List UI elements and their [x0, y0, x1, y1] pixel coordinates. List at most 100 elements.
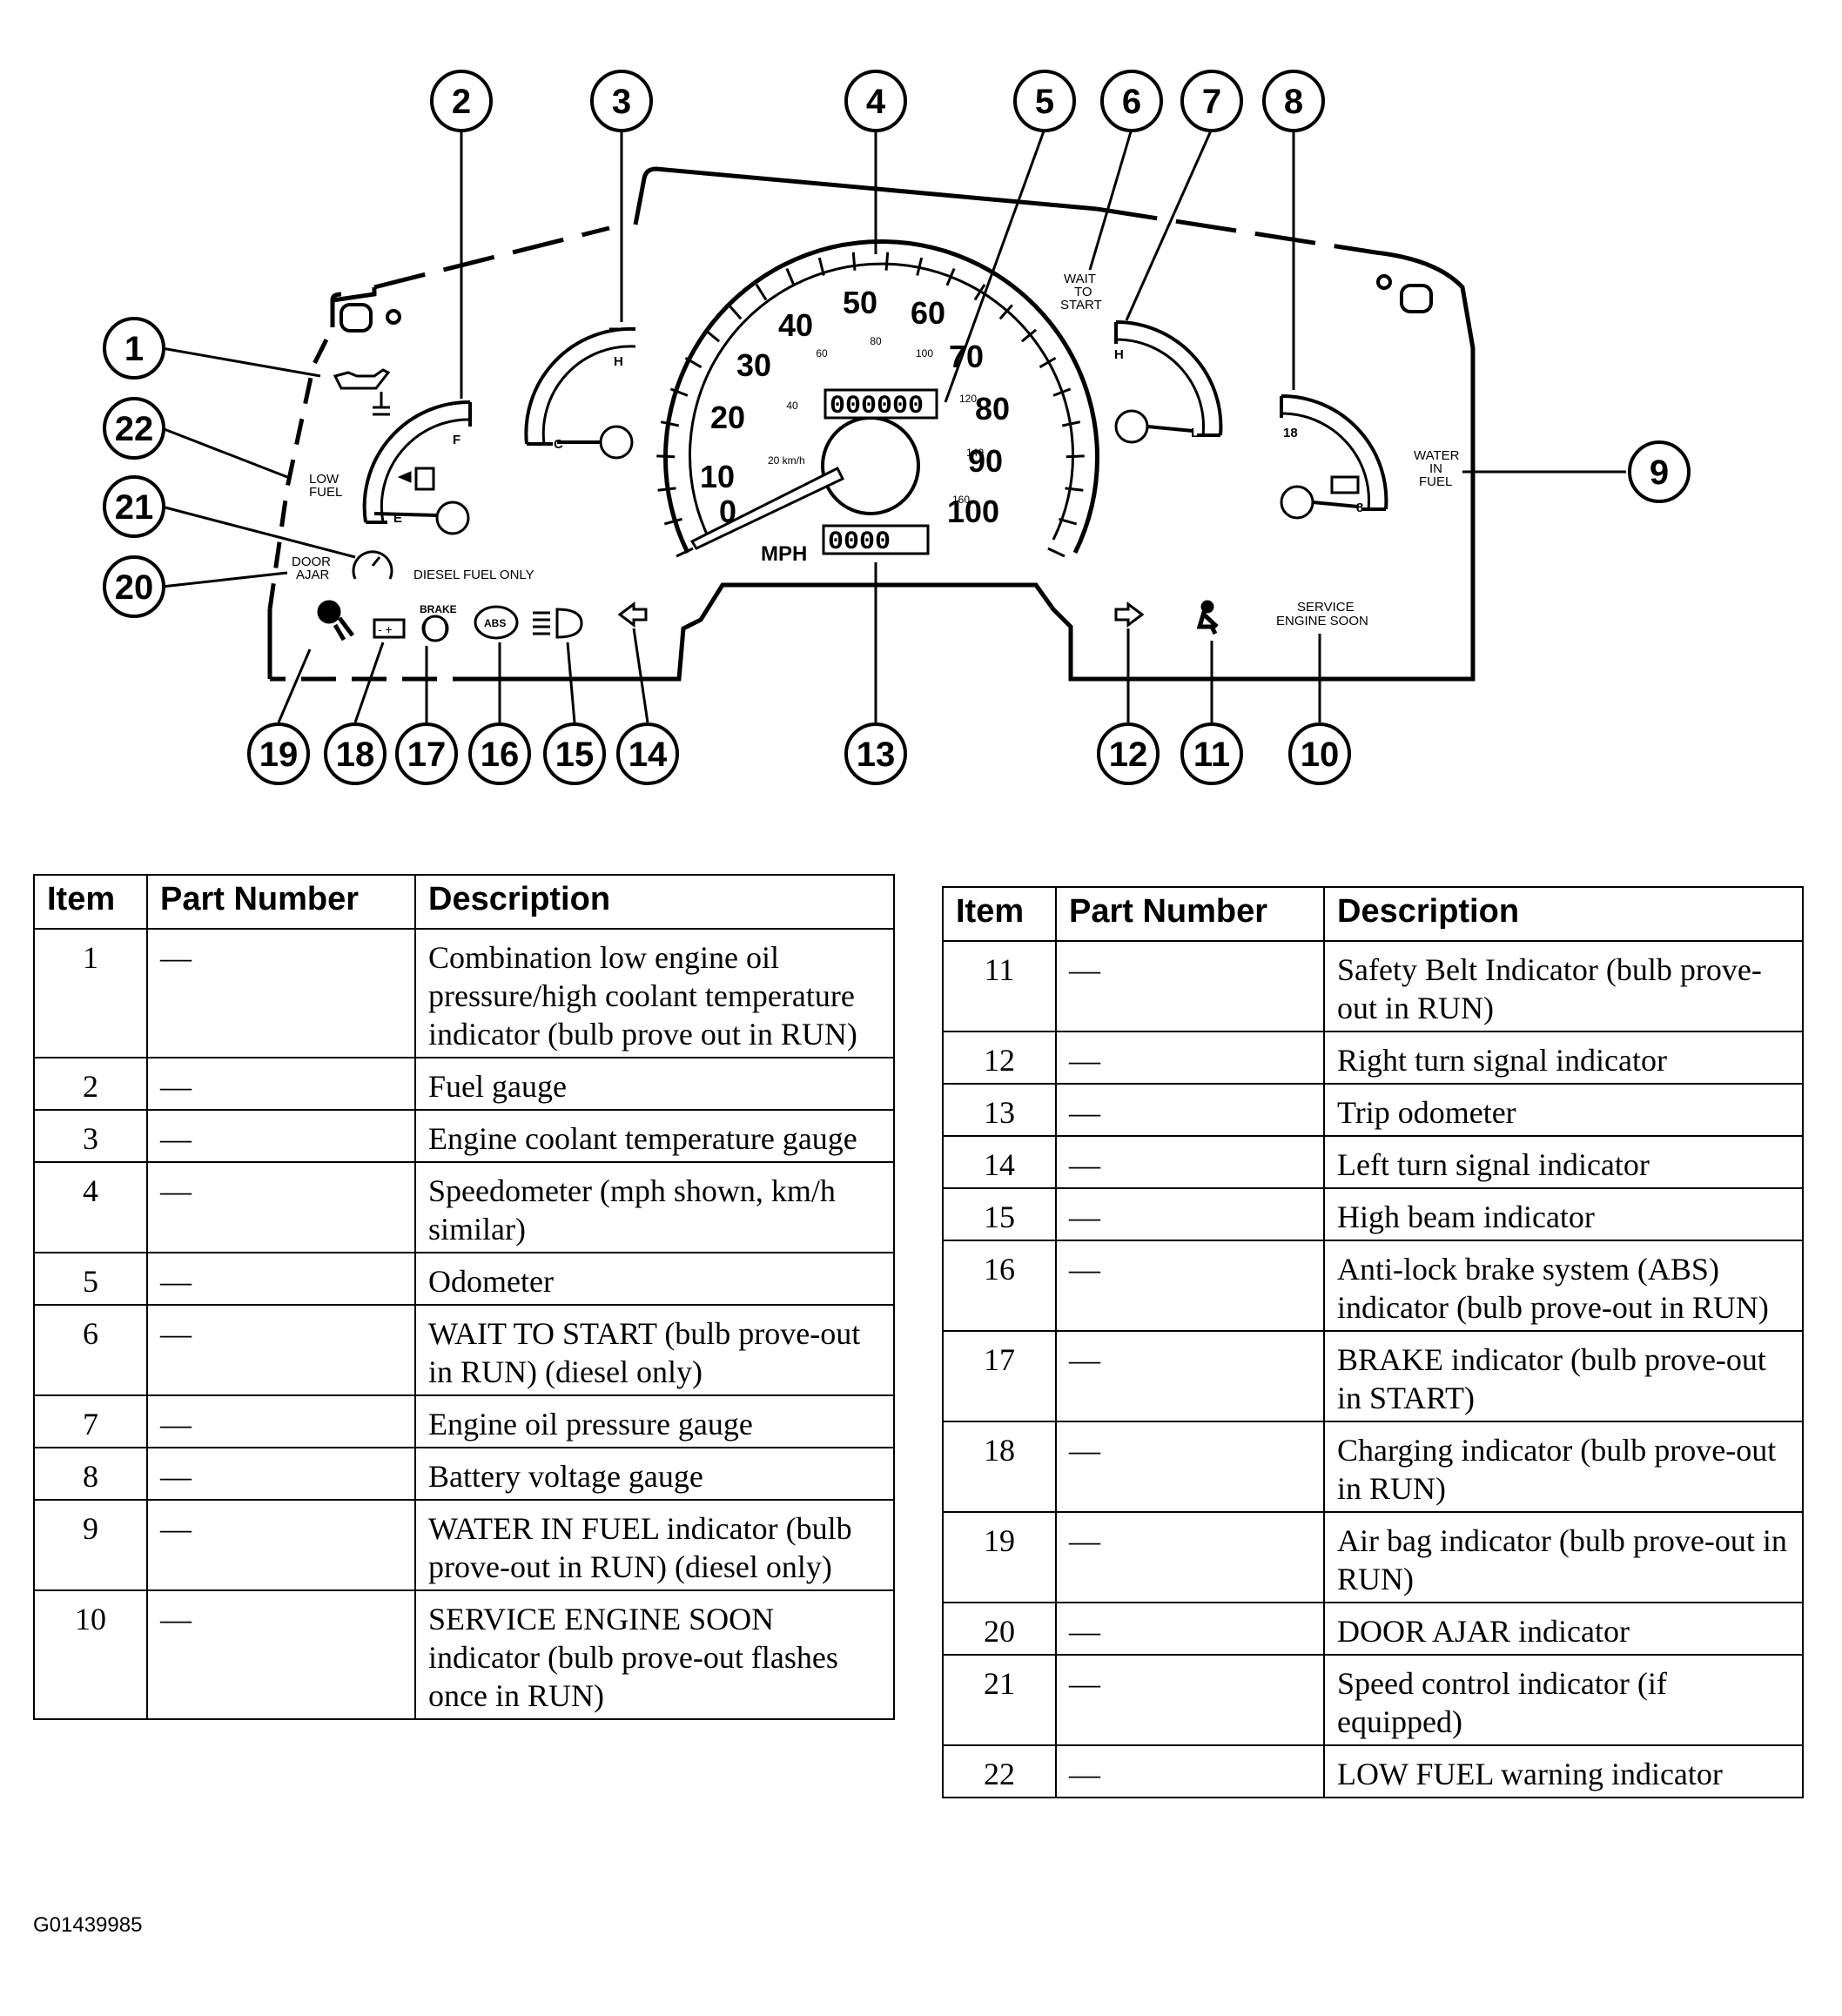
speedometer-tick	[684, 356, 703, 369]
oil-high-label: H	[1114, 347, 1124, 362]
left-turn-icon	[617, 601, 648, 628]
callout-circle	[844, 722, 907, 785]
service-label-1: SERVICE	[1297, 600, 1355, 615]
temp-cold-label: C	[554, 437, 563, 452]
table-row: 11—Safety Belt Indicator (bulb prove-out…	[942, 940, 1804, 1032]
item-cell: 18	[942, 1421, 1057, 1513]
oil-can-icon	[333, 368, 391, 390]
part-number-cell: —	[1055, 1240, 1325, 1332]
low-fuel-label-1: LOW	[309, 472, 339, 487]
callout-number: 16	[481, 736, 520, 774]
coolant-icon	[373, 392, 390, 416]
service-label-2: ENGINE SOON	[1276, 614, 1368, 628]
fuel-empty-label: E	[393, 511, 402, 526]
table-row: 12—Right turn signal indicator	[942, 1031, 1804, 1085]
callout-number: 3	[612, 83, 631, 121]
part-number-cell: —	[1055, 1511, 1325, 1603]
part-number-cell: —	[1055, 1744, 1325, 1798]
item-cell: 2	[33, 1057, 148, 1111]
speed-mark-label: 100	[947, 494, 999, 529]
header-description: Description	[414, 874, 895, 930]
speedometer-tick	[945, 267, 956, 286]
table-row: 7—Engine oil pressure gauge	[33, 1394, 895, 1448]
item-cell: 14	[942, 1135, 1057, 1189]
description-cell: Speedometer (mph shown, km/h similar)	[414, 1161, 895, 1253]
speed-needle	[689, 466, 845, 550]
description-cell: Speed control indicator (if equipped)	[1323, 1654, 1804, 1746]
callout-circle	[1262, 70, 1325, 132]
table-row: 19—Air bag indicator (bulb prove-out in …	[942, 1511, 1804, 1603]
callout-circle	[844, 70, 907, 132]
header-part-number: Part Number	[1055, 886, 1325, 942]
item-cell: 6	[33, 1304, 148, 1396]
speedometer-tick	[1059, 517, 1078, 526]
callout-number: 9	[1650, 454, 1669, 492]
callout-number: 14	[629, 736, 668, 774]
callout-circle	[1180, 722, 1243, 785]
description-cell: WATER IN FUEL indicator (bulb prove-out …	[414, 1499, 895, 1591]
brake-label: BRAKE	[420, 603, 457, 615]
battery-voltage-gauge: 18 8	[1280, 393, 1388, 520]
svg-text:- +: - +	[378, 622, 393, 636]
callout-circle	[590, 70, 653, 132]
description-cell: Anti-lock brake system (ABS) indicator (…	[1323, 1240, 1804, 1332]
header-description: Description	[1323, 886, 1804, 942]
item-cell: 9	[33, 1499, 148, 1591]
callout-number: 7	[1202, 83, 1221, 121]
diesel-fuel-only-label: DIESEL FUEL ONLY	[413, 568, 534, 582]
speedometer-tick	[817, 257, 825, 276]
speedometer-tick	[884, 252, 890, 271]
kmh-mark-label: 40	[786, 400, 798, 412]
abs-icon	[474, 605, 519, 640]
callout-circle	[616, 722, 679, 785]
part-number-cell: —	[1055, 1602, 1325, 1656]
part-number-cell: —	[1055, 1330, 1325, 1422]
table-row: 4—Speedometer (mph shown, km/h similar)	[33, 1161, 895, 1253]
part-number-cell: —	[1055, 1654, 1325, 1746]
callout-number: 5	[1035, 83, 1054, 121]
speedometer-tick	[755, 284, 768, 301]
item-cell: 20	[942, 1602, 1057, 1656]
speedometer-tick	[676, 547, 694, 558]
part-number-cell: —	[146, 928, 416, 1058]
battery-icon	[373, 618, 406, 639]
callout-circle	[1097, 722, 1160, 785]
callout-number: 2	[452, 83, 471, 121]
seat-belt-icon	[1196, 608, 1219, 635]
speedometer-tick	[973, 284, 986, 301]
callout-circle	[395, 722, 458, 785]
item-cell: 12	[942, 1031, 1057, 1085]
item-cell: 15	[942, 1187, 1057, 1241]
speed-mark-label: 30	[736, 347, 771, 383]
description-cell: SERVICE ENGINE SOON indicator (bulb prov…	[414, 1589, 895, 1720]
callout-circle	[103, 317, 165, 380]
callout-number: 22	[115, 410, 154, 448]
door-ajar-label-1: DOOR	[292, 554, 331, 569]
speed-mark-label: 50	[843, 285, 877, 320]
speed-control-icon	[352, 550, 393, 580]
indicator-labels: LOW FUEL DOOR AJAR DIESEL FUEL ONLY BRAK…	[292, 272, 1460, 629]
speedometer-tick	[1039, 356, 1057, 369]
speedometer-tick	[916, 257, 924, 276]
speedometer-tick	[663, 517, 682, 526]
speedometer-tick	[1065, 487, 1084, 492]
speedometer-tick	[656, 454, 676, 459]
description-cell: WAIT TO START (bulb prove-out in RUN) (d…	[414, 1304, 895, 1396]
speedometer-tick	[1066, 454, 1085, 459]
table-header-row: Item Part Number Description	[33, 874, 895, 930]
air-bag-icon	[317, 600, 341, 624]
speed-mark-label: 90	[968, 443, 1003, 479]
part-number-cell: —	[1055, 1187, 1325, 1241]
part-number-cell: —	[146, 1057, 416, 1111]
callout-number: 17	[407, 736, 447, 774]
table-row: 16—Anti-lock brake system (ABS) indicato…	[942, 1240, 1804, 1332]
callout-number: 19	[259, 736, 299, 774]
speedometer-tick	[1052, 387, 1072, 397]
description-cell: LOW FUEL warning indicator	[1323, 1744, 1804, 1798]
parts-table-left: Item Part Number Description 1—Combinati…	[33, 874, 895, 1720]
callout-number: 21	[115, 488, 154, 527]
part-number-cell: —	[1055, 1083, 1325, 1137]
speedometer-tick	[728, 304, 743, 320]
callout-circle	[430, 70, 493, 132]
